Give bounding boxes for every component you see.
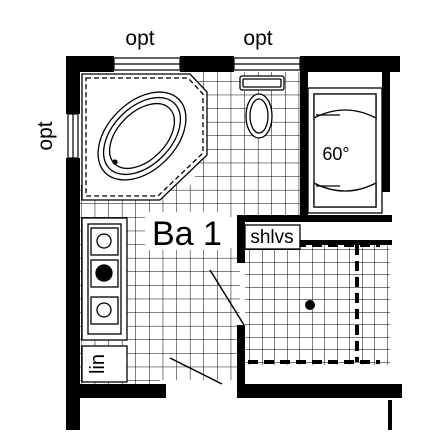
door-swings — [169, 269, 392, 430]
shower-drain — [305, 300, 315, 310]
walls — [66, 56, 402, 430]
tub-size-label: 60° — [322, 144, 349, 164]
window-option-top-left: opt — [125, 27, 154, 50]
shelves — [244, 224, 301, 250]
window-option-left: opt — [34, 121, 57, 150]
shelves-label: shlvs — [250, 227, 293, 248]
room-label-background — [145, 212, 225, 250]
window-openings — [67, 57, 301, 159]
corner-tub — [81, 73, 208, 201]
double-vanity — [81, 217, 128, 341]
linen-closet — [81, 345, 128, 383]
toilet — [239, 75, 285, 139]
shower-unit-60 — [307, 87, 383, 214]
linen-label: lin — [87, 354, 109, 374]
room-label: Ba 1 — [152, 215, 222, 253]
window-option-top-right: opt — [243, 27, 272, 50]
